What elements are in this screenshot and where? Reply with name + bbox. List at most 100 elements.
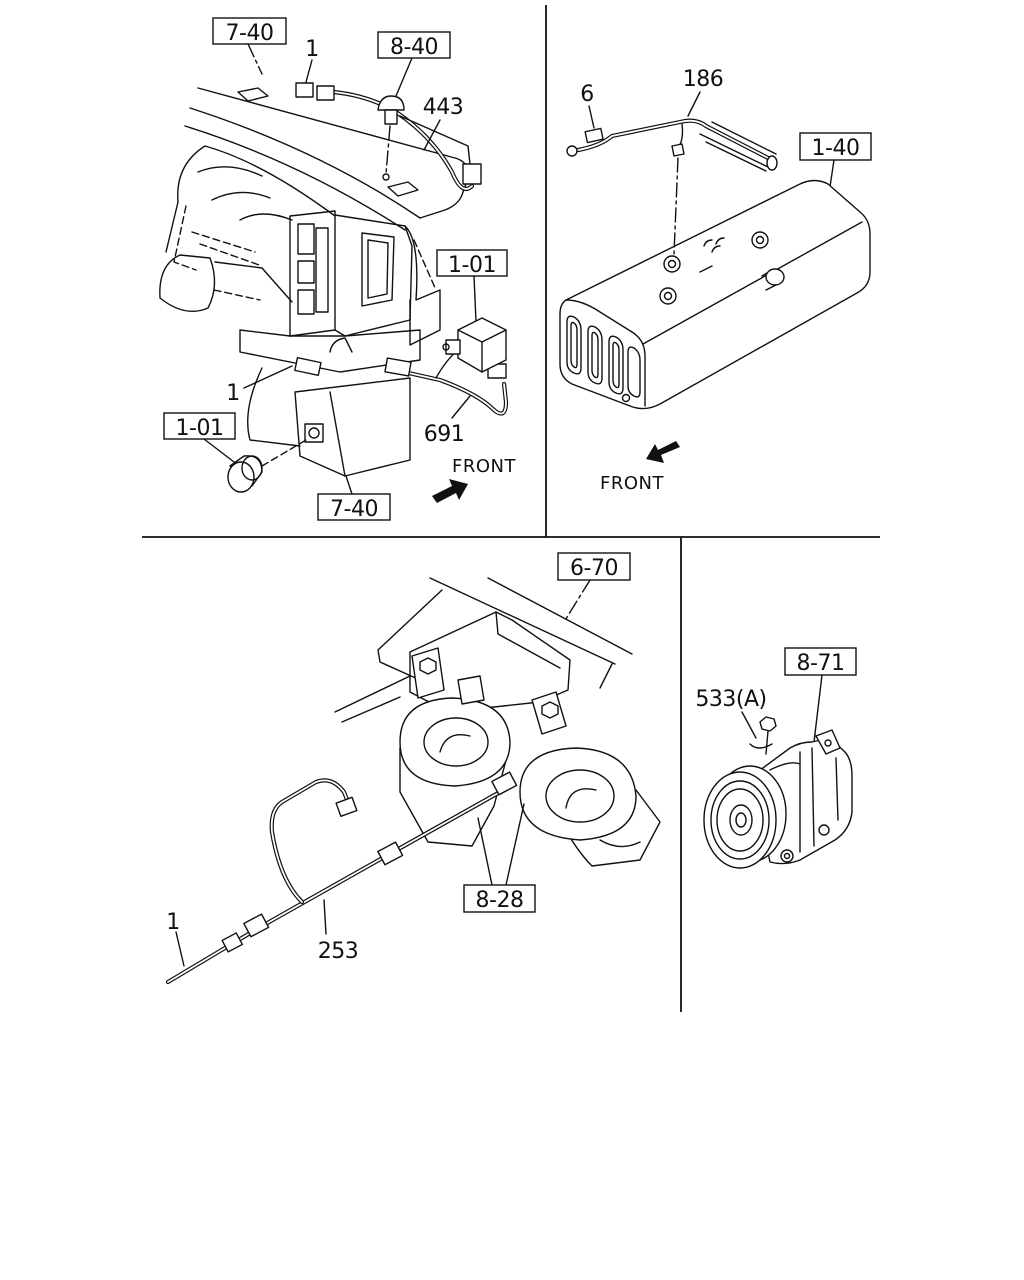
ref-box-panel-bottom: 7-40 — [317, 493, 391, 522]
ref-box-frame — [377, 31, 451, 59]
cap-leader — [203, 438, 235, 463]
bolt-wire-loop — [749, 743, 773, 749]
compressor-ear-bottom — [780, 849, 794, 863]
frame-bracket-left — [377, 589, 443, 681]
horn-panel: 6-70 8-28 253 1 — [165, 552, 661, 985]
frame-rail-top-2 — [487, 577, 633, 655]
harness-186 — [575, 91, 778, 172]
ref-label: 8-40 — [390, 35, 438, 60]
horn-left-diaphragm — [423, 717, 489, 767]
switch-plunger-tip — [442, 343, 450, 351]
harness-253-connector-b — [377, 841, 404, 866]
side-trim-panel — [404, 225, 441, 346]
retaining-clip — [377, 57, 413, 181]
center-stack-slot-3 — [297, 289, 315, 315]
connector-left-leader — [243, 365, 293, 389]
ref-box-frame — [436, 249, 508, 277]
harness-253-connector-end — [221, 932, 244, 953]
ref-label: 6-70 — [570, 556, 618, 581]
tank-rib-3-inner — [612, 341, 620, 389]
center-stack-slot-2 — [297, 260, 315, 284]
ground-terminal-ring — [566, 145, 578, 157]
ref-box-cap: 1-01 — [163, 412, 236, 441]
clip-leader — [395, 57, 413, 97]
harness-443-leader — [423, 119, 441, 151]
ref-box-clip: 8-40 — [377, 31, 451, 60]
compressor-body-ribs — [799, 747, 839, 853]
horn-right-spiral — [565, 788, 597, 809]
harness-186-strands — [699, 121, 777, 172]
ref-box-frame — [463, 884, 536, 913]
fuel-tank-panel: 1-40 6 186 FRONT — [559, 67, 872, 494]
panel-left-side — [165, 201, 179, 253]
bolt-head — [759, 716, 777, 732]
bolt-shaft — [765, 730, 769, 755]
mounting-bolt — [741, 711, 777, 755]
harness-253-connector-a — [243, 913, 270, 938]
harness-253-connector-horn — [491, 771, 518, 796]
ref-box-tank: 1-40 — [799, 132, 872, 161]
kick-panel-hole-inner — [308, 427, 320, 439]
switch-harness — [384, 349, 509, 419]
horn-right-bolt — [541, 701, 559, 719]
instrument-panel — [159, 43, 469, 477]
dashboard-panel: 7-40 8-40 1-01 1-01 7-40 1 443 1 691 FRO… — [159, 17, 516, 522]
part-number-harness-691: 691 — [424, 422, 465, 447]
ac-compressor — [703, 674, 853, 869]
ref-label: 1-40 — [812, 136, 860, 161]
steering-column-cover — [159, 254, 216, 312]
switch-body-edge — [457, 329, 507, 373]
side-vent-module — [334, 214, 413, 337]
compressor-shaft-nut — [735, 812, 747, 828]
leader-panel-bottom — [345, 475, 353, 495]
front-direction-label: FRONT — [600, 473, 664, 494]
frame-rail-top — [429, 577, 616, 665]
lower-console — [239, 329, 421, 373]
lower-left-trim — [247, 367, 301, 447]
cluster-hood — [177, 145, 336, 217]
harness-691-connector-main — [384, 357, 412, 377]
tank-filler-neck-opening — [765, 268, 785, 286]
cowl-inner-edge — [184, 125, 406, 231]
harness-443-branch — [399, 115, 471, 165]
clip-insert-line — [385, 125, 391, 175]
ref-box-panel-top: 7-40 — [212, 17, 287, 46]
compressor-pulley-groove-1 — [710, 780, 770, 860]
center-stack-slot-1 — [297, 223, 315, 255]
ref-box-frame — [163, 412, 236, 440]
compressor-leader — [813, 674, 823, 743]
center-stack-slot-4 — [315, 227, 329, 313]
harness-253-leader — [323, 899, 327, 935]
side-trim-hidden — [413, 239, 437, 291]
tank-vent-fitting-inner — [663, 291, 673, 301]
horn-right-mouth — [599, 839, 641, 848]
ref-label: 1-01 — [448, 253, 496, 278]
gauge-arc-3 — [239, 213, 293, 221]
side-vent-grille — [361, 232, 395, 307]
tank-sender-fitting-inner — [667, 259, 677, 269]
ref-box-frame — [212, 17, 287, 45]
ref-label: 1-01 — [176, 416, 224, 441]
kick-panel-hole — [304, 423, 324, 443]
cowl-back-edge — [197, 87, 469, 219]
compressor-ear-top-hole — [824, 739, 832, 747]
tank-rib-1-inner — [570, 321, 578, 369]
compressor-panel: 8-71 533(A) — [695, 647, 857, 869]
clip-head — [377, 95, 405, 111]
tank-rib-2 — [587, 325, 603, 385]
harness-443 — [295, 59, 482, 191]
tank-vent-fitting — [659, 287, 677, 305]
compressor-ear-top — [815, 729, 841, 755]
part-number-connector: 1 — [166, 910, 180, 935]
compressor-clutch-hub — [729, 804, 753, 836]
connector-end-leader — [175, 931, 185, 967]
tank-rib-1 — [566, 315, 582, 375]
ref-label: 7-40 — [330, 497, 378, 522]
tank-rib-2-inner — [591, 331, 599, 379]
tank-end-face-edge — [565, 299, 646, 407]
ref-box-horns: 8-28 — [463, 884, 536, 913]
tank-sender-fitting — [663, 255, 681, 273]
ref-box-frame — [557, 552, 631, 581]
leader-panel-top — [247, 43, 263, 75]
gauge-arc-1 — [197, 166, 263, 177]
